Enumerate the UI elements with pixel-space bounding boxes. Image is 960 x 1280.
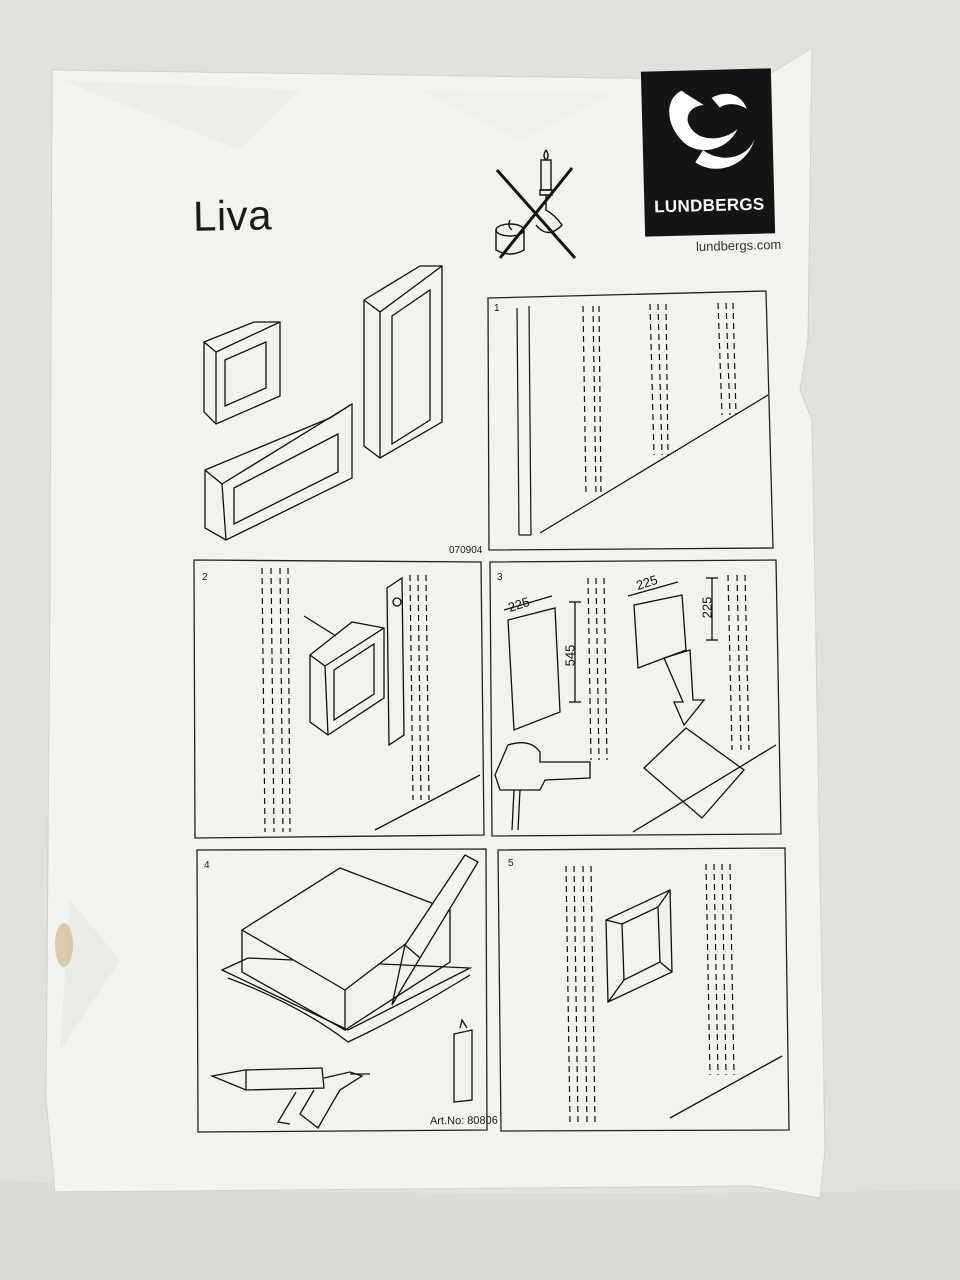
step-3-panel — [489, 559, 782, 837]
step-2-number: 2 — [202, 572, 208, 583]
step-4-panel — [196, 848, 488, 1133]
step-3-number: 3 — [497, 572, 503, 583]
step-4-number: 4 — [204, 860, 210, 871]
brand-logo-icon: LUNDBERGS — [640, 68, 776, 237]
step-5-number: 5 — [508, 858, 514, 869]
step-5-panel — [497, 847, 790, 1132]
step-1-number: 1 — [494, 303, 500, 314]
document-code: 070904 — [449, 545, 483, 556]
step-2-panel — [193, 559, 485, 839]
step-1-panel — [487, 290, 774, 551]
